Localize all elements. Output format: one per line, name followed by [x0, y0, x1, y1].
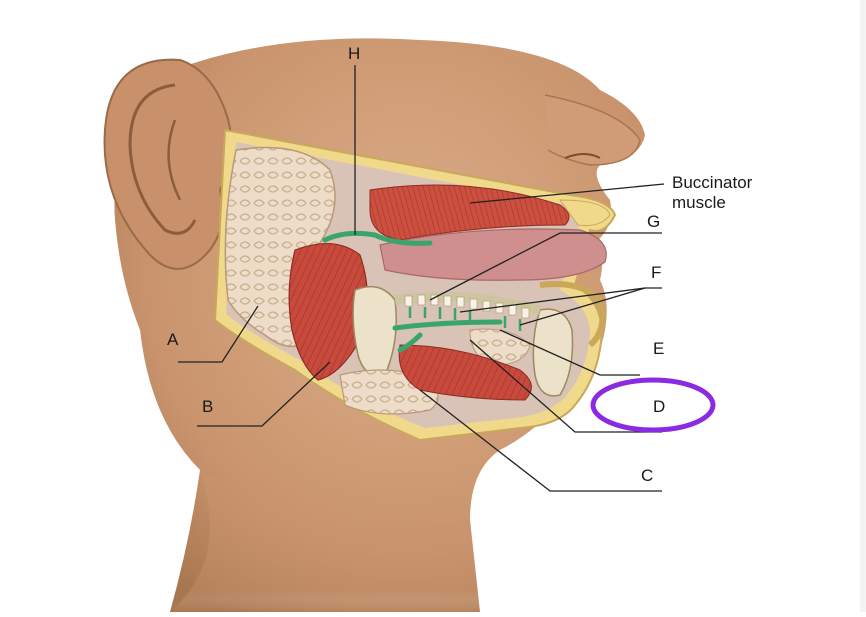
label-e: E [653, 339, 665, 358]
masseter-muscle [288, 242, 369, 381]
oral-mucosa [379, 228, 607, 348]
label-a: A [167, 330, 179, 349]
label-f: F [651, 263, 662, 282]
label-h: H [348, 44, 361, 63]
ear [103, 58, 233, 270]
leader-lines [178, 65, 665, 492]
label-d: D [653, 397, 666, 416]
buccinator-line-2: muscle [672, 193, 726, 212]
label-c: C [641, 466, 654, 485]
salivary-ducts [322, 230, 503, 353]
sublingual-ductlets [408, 307, 522, 331]
label-buccinator-muscle: Buccinator muscle [672, 173, 752, 213]
buccinator-line-1: Buccinator [672, 173, 753, 192]
floor-muscles [398, 344, 532, 401]
label-g: G [647, 212, 661, 231]
right-edge-strip [860, 0, 866, 612]
label-b: B [202, 397, 214, 416]
highlight-ellipse-d [590, 377, 716, 433]
